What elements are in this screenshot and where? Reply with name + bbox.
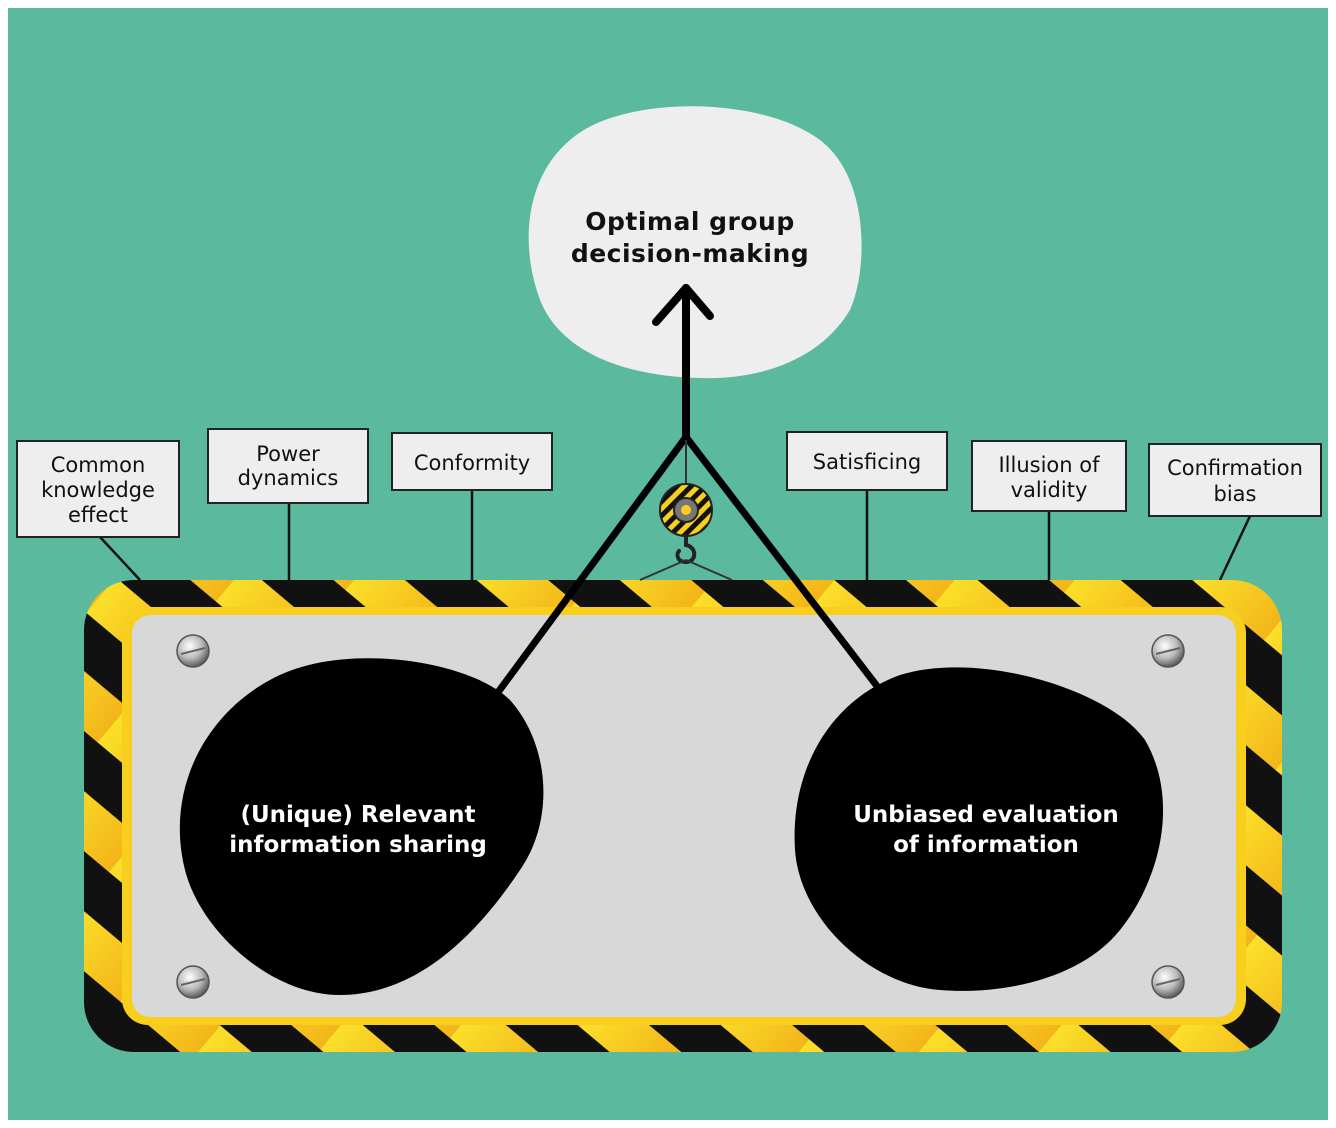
screws bbox=[176, 634, 1185, 999]
goal-node: Optimal group decision-making bbox=[528, 106, 862, 379]
barrier-confirmation-bias: Confirmation bias bbox=[1148, 443, 1322, 517]
factor-left-line1: (Unique) Relevant bbox=[240, 802, 475, 828]
factor-right-line1: Unbiased evaluation bbox=[853, 802, 1119, 828]
goal-blob bbox=[528, 106, 862, 379]
screw-icon bbox=[1151, 634, 1185, 668]
barrier-text: knowledge bbox=[41, 478, 155, 502]
barrier-text: Illusion of bbox=[998, 453, 1100, 477]
barrier-common-knowledge-effect: Common knowledge effect bbox=[16, 440, 180, 538]
screw-icon bbox=[176, 965, 210, 999]
factor-blob-right bbox=[794, 667, 1164, 991]
barrier-conformity: Conformity bbox=[391, 432, 553, 491]
screw-icon bbox=[1151, 965, 1185, 999]
factor-blob-left bbox=[179, 658, 544, 995]
screw-icon bbox=[176, 634, 210, 668]
barrier-power-dynamics: Power dynamics bbox=[207, 428, 369, 504]
connector-line bbox=[99, 536, 141, 581]
barrier-text: Common bbox=[51, 453, 146, 477]
barrier-box bbox=[16, 440, 180, 538]
factor-left: (Unique) Relevant information sharing bbox=[179, 658, 544, 995]
barrier-box bbox=[971, 440, 1127, 512]
barrier-text: dynamics bbox=[238, 466, 339, 490]
barrier-box bbox=[391, 432, 553, 491]
crane-ropes bbox=[481, 433, 884, 714]
barrier-illusion-of-validity: Illusion of validity bbox=[971, 440, 1127, 512]
barrier-text: validity bbox=[1011, 478, 1088, 502]
barrier-box bbox=[1148, 443, 1322, 517]
barrier-text: Power bbox=[256, 442, 320, 466]
goal-label-line2: decision-making bbox=[571, 239, 809, 268]
barrier-text: bias bbox=[1214, 482, 1257, 506]
crane-hook-icon bbox=[639, 440, 733, 581]
arrow-up-icon bbox=[652, 284, 714, 441]
barrier-satisficing: Satisficing bbox=[786, 431, 948, 491]
rope-left bbox=[481, 433, 690, 714]
rope-right bbox=[682, 433, 884, 694]
barrier-text: Confirmation bbox=[1167, 456, 1303, 480]
connector-line bbox=[1218, 515, 1252, 581]
barrier-box bbox=[786, 431, 948, 491]
barrier-text: Satisficing bbox=[813, 450, 921, 474]
barrier-connectors bbox=[99, 490, 1252, 581]
goal-label-line1: Optimal group bbox=[585, 207, 794, 236]
factor-right: Unbiased evaluation of information bbox=[794, 667, 1164, 991]
barrier-labels: Common knowledge effect Power dynamics C… bbox=[16, 428, 1322, 538]
factor-right-line2: of information bbox=[893, 832, 1079, 858]
factor-left-line2: information sharing bbox=[229, 832, 487, 858]
barrier-box bbox=[207, 428, 369, 504]
barrier-text: effect bbox=[68, 503, 128, 527]
barrier-text: Conformity bbox=[414, 451, 530, 475]
